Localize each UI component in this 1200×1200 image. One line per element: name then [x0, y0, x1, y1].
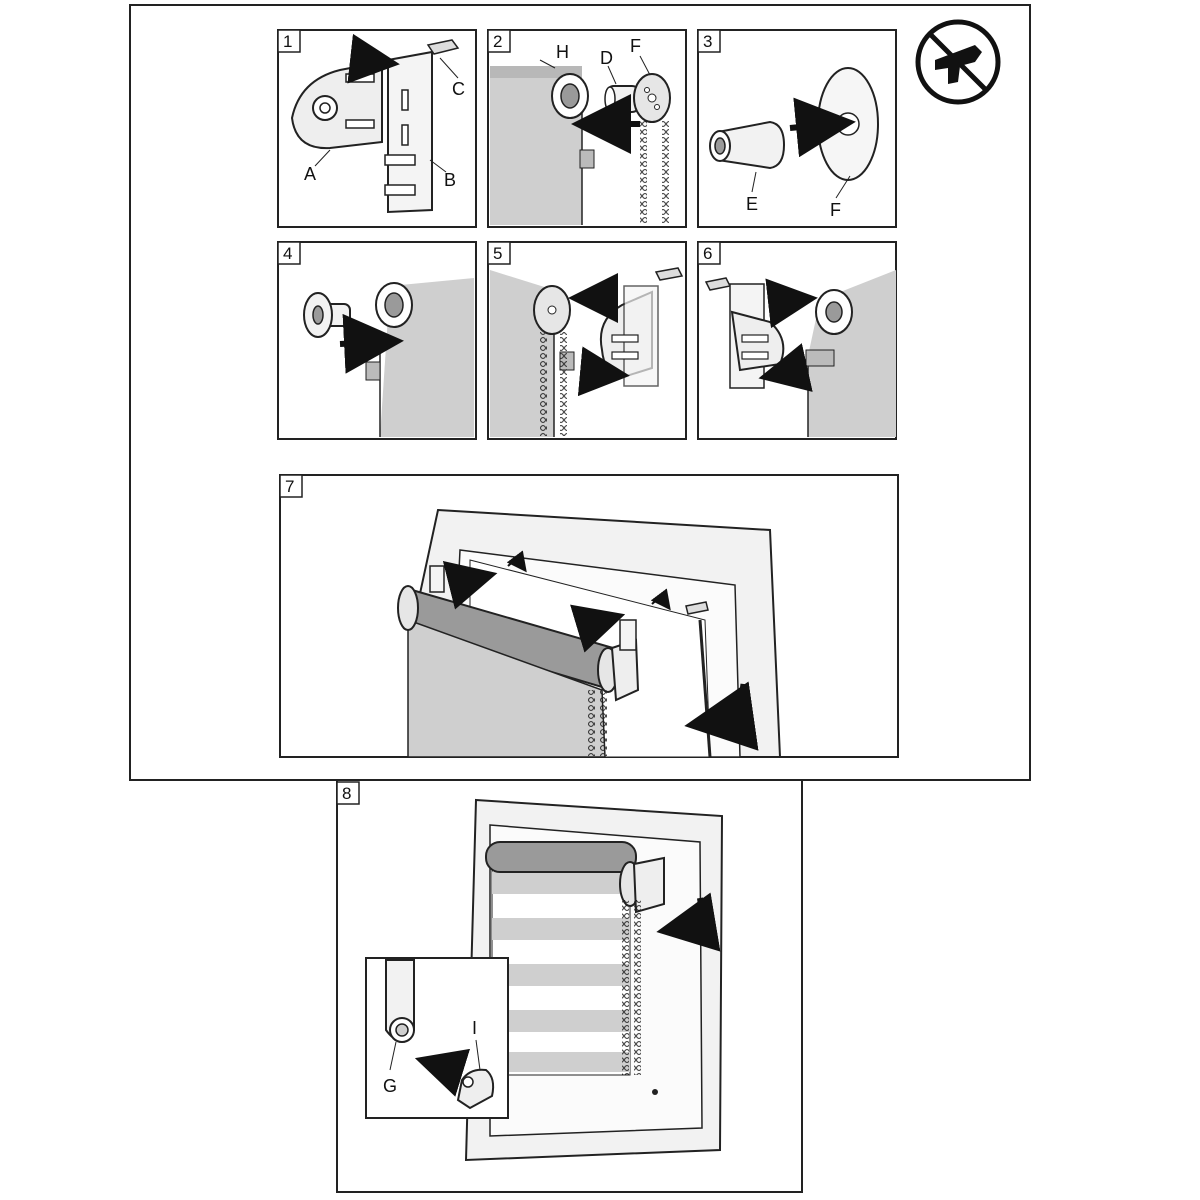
label-a: A: [304, 164, 316, 184]
step-7-panel: 7: [279, 474, 899, 758]
rotate-arrow-8: [656, 892, 721, 952]
no-glue-gun-icon: [915, 19, 1001, 105]
step-3-panel: 3 E F: [697, 29, 897, 228]
step-6-panel: 6: [697, 241, 897, 440]
step-7-number: 7: [285, 477, 294, 496]
clip-c: [426, 39, 460, 55]
end-plug-e: [717, 120, 786, 170]
label-e: E: [746, 194, 758, 214]
label-c: C: [452, 79, 465, 99]
label-f-step2: F: [630, 36, 641, 56]
step-8-number: 8: [342, 784, 351, 803]
step-2-panel: 2 H D F: [487, 29, 687, 228]
bead-chain: [640, 120, 647, 224]
label-f-step3: F: [830, 200, 841, 220]
step-4-panel: 4: [277, 241, 477, 440]
label-i: I: [472, 1018, 477, 1038]
roller-tube-8: [485, 841, 637, 873]
step-5-panel: 5: [487, 241, 687, 440]
step-5-number: 5: [493, 244, 502, 263]
step-6-number: 6: [703, 244, 712, 263]
step-1-number: 1: [283, 32, 292, 51]
step-4-number: 4: [283, 244, 292, 263]
step-2-number: 2: [493, 32, 502, 51]
label-h: H: [556, 42, 569, 62]
label-d: D: [600, 48, 613, 68]
step-1-panel: 1 C A B: [277, 29, 477, 228]
rotate-arrow: [684, 681, 759, 751]
step-3-number: 3: [703, 32, 712, 51]
label-g: G: [383, 1076, 397, 1096]
label-b: B: [444, 170, 456, 190]
step-8-panel: 8 G I: [336, 781, 724, 1162]
blind-fabric: [407, 618, 606, 758]
